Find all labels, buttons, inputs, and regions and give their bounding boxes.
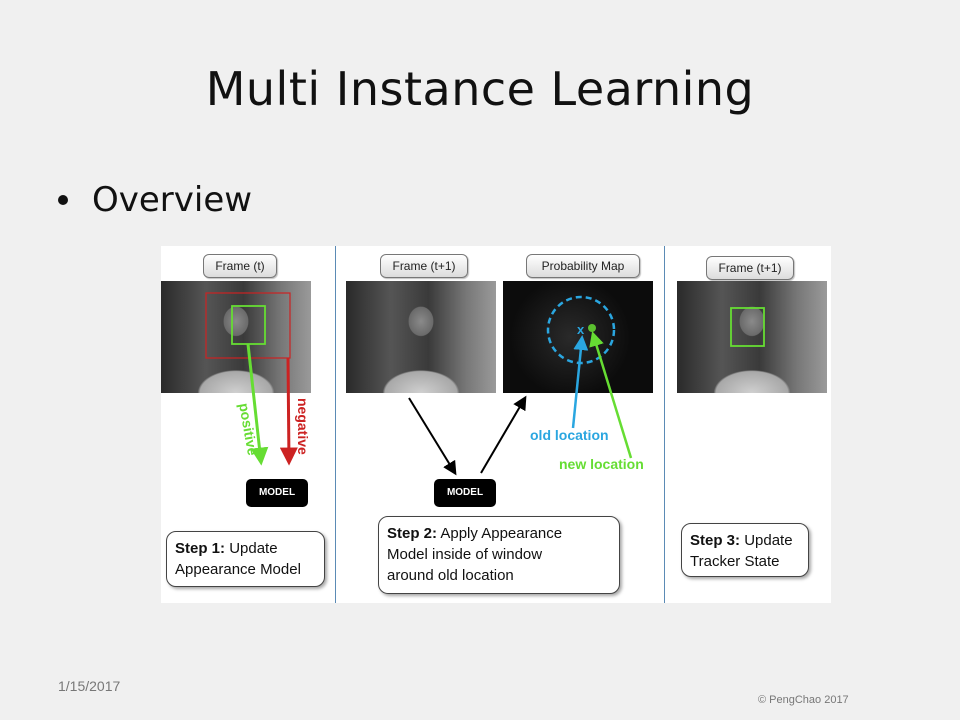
footer-date: 1/15/2017 [58,678,120,694]
tracked-box [731,308,764,346]
positive-label: positive [236,402,261,457]
bullet-overview: Overview [58,180,252,220]
slide-title: Multi Instance Learning [0,62,960,116]
footer-copyright: © PengChao 2017 [758,694,849,706]
figure-overlay: positive negative x old location new loc… [161,246,831,603]
negative-label: negative [295,398,311,455]
output-arrow [481,398,525,473]
negative-arrow [288,358,289,462]
input-arrow [409,398,455,473]
mil-figure: Frame (t) Frame (t+1) Probability Map Fr… [161,246,831,603]
new-location-dot [588,324,596,332]
bullet-dot-icon [58,195,68,205]
old-location-arrow [573,338,582,428]
old-location-x-icon: x [577,322,585,337]
new-location-label: new location [559,456,644,472]
bullet-text: Overview [92,180,252,220]
old-location-label: old location [530,427,609,443]
positive-box [232,306,265,344]
